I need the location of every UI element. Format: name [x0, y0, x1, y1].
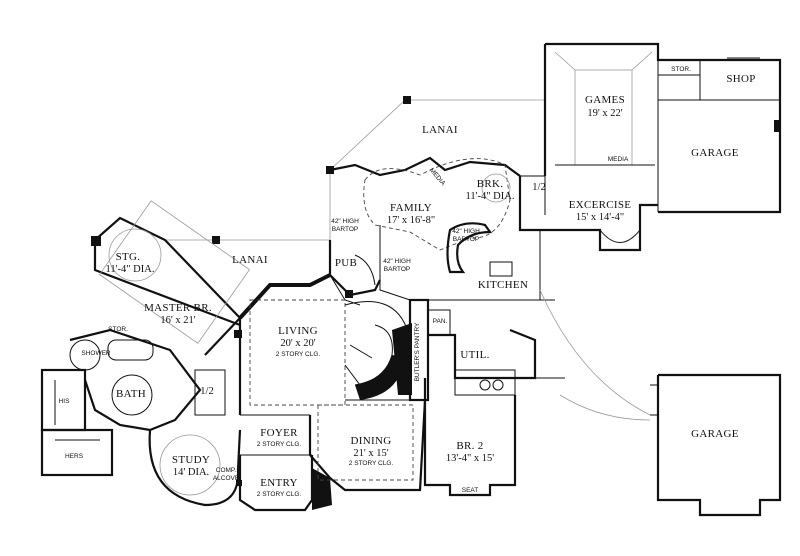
comp-alcove-line1: COMP. [216, 467, 237, 474]
dining-note: 2 STORY CLG. [349, 460, 394, 467]
lanai-top-area [326, 96, 545, 240]
dining-dims: 21' x 15' [353, 448, 388, 459]
foyer-label: FOYER [260, 427, 298, 439]
half-bath-top-label: 1/2 [532, 182, 545, 193]
garage-bottom-label: GARAGE [691, 428, 739, 440]
study-dims: 14' DIA. [173, 467, 209, 478]
excercise-label: EXCERCISE [569, 199, 632, 211]
stg-label: STG. [116, 251, 141, 263]
bath-label: BATH [116, 388, 146, 400]
hers-label: HERS [65, 453, 84, 460]
bartop-c-line1: 42" HIGH [383, 258, 411, 265]
dining-label: DINING [351, 435, 392, 447]
master-suite-block [40, 200, 251, 507]
service-block [408, 298, 565, 497]
games-dims: 19' x 22' [587, 108, 622, 119]
master-br-label: MASTER BR. [144, 302, 212, 314]
shower-label: SHOWER [81, 350, 111, 357]
master-br-dims: 16' x 21' [160, 315, 195, 326]
stg-dims: 11'-4" DIA. [106, 264, 155, 275]
living-room [238, 273, 361, 415]
kitchen-label: KITCHEN [478, 279, 528, 291]
garage-top-label: GARAGE [691, 147, 739, 159]
curved-stair [344, 301, 412, 400]
games-label: GAMES [585, 94, 625, 106]
foyer-note: 2 STORY CLG. [257, 441, 302, 448]
lanai-left-label: LANAI [232, 254, 268, 266]
family-label: FAMILY [390, 202, 432, 214]
entry-label: ENTRY [260, 477, 298, 489]
util-label: UTIL. [460, 349, 489, 361]
comp-alcove-line2: ALCOVE [213, 475, 240, 482]
seat-label: SEAT [462, 487, 479, 494]
stor-top-label: STOR. [671, 66, 691, 73]
bartop-a-line1: 42" HIGH [331, 218, 359, 225]
br2-label: BR. 2 [456, 440, 483, 452]
br2-dims: 13'-4" x 15' [446, 453, 494, 464]
butlers-pantry-label: BUTLER'S PANTRY [414, 322, 421, 381]
living-note: 2 STORY CLG. [276, 351, 321, 358]
pan-label: PAN. [433, 318, 448, 325]
foyer-entry-block [238, 414, 332, 512]
lanai-left-area [165, 236, 330, 244]
shop-label: SHOP [726, 73, 755, 85]
garage-bottom-block [539, 289, 782, 517]
brk-label: BRK. [477, 178, 504, 190]
half-bath-left-label: 1/2 [200, 386, 213, 397]
living-dims: 20' x 20' [280, 338, 315, 349]
family-dims: 17' x 16'-8" [387, 215, 435, 226]
brk-dims: 11'-4" DIA. [466, 191, 515, 202]
study-label: STUDY [172, 454, 210, 466]
bartop-b-line2: BARTOP [453, 236, 480, 243]
lanai-top-label: LANAI [422, 124, 458, 136]
bartop-b-line1: 42" HIGH [452, 228, 480, 235]
stor-left-label: STOR. [108, 326, 128, 333]
bartop-c-line2: BARTOP [384, 266, 411, 273]
entry-note: 2 STORY CLG. [257, 491, 302, 498]
media-top-label: MEDIA [608, 156, 629, 163]
his-label: HIS [59, 398, 71, 405]
games-garage-block [543, 42, 782, 214]
pub-room [328, 240, 381, 298]
living-label: LIVING [278, 325, 318, 337]
excercise-dims: 15' x 14'-4" [576, 212, 624, 223]
bartop-a-line2: BARTOP [332, 226, 359, 233]
pub-label: PUB [335, 257, 357, 269]
